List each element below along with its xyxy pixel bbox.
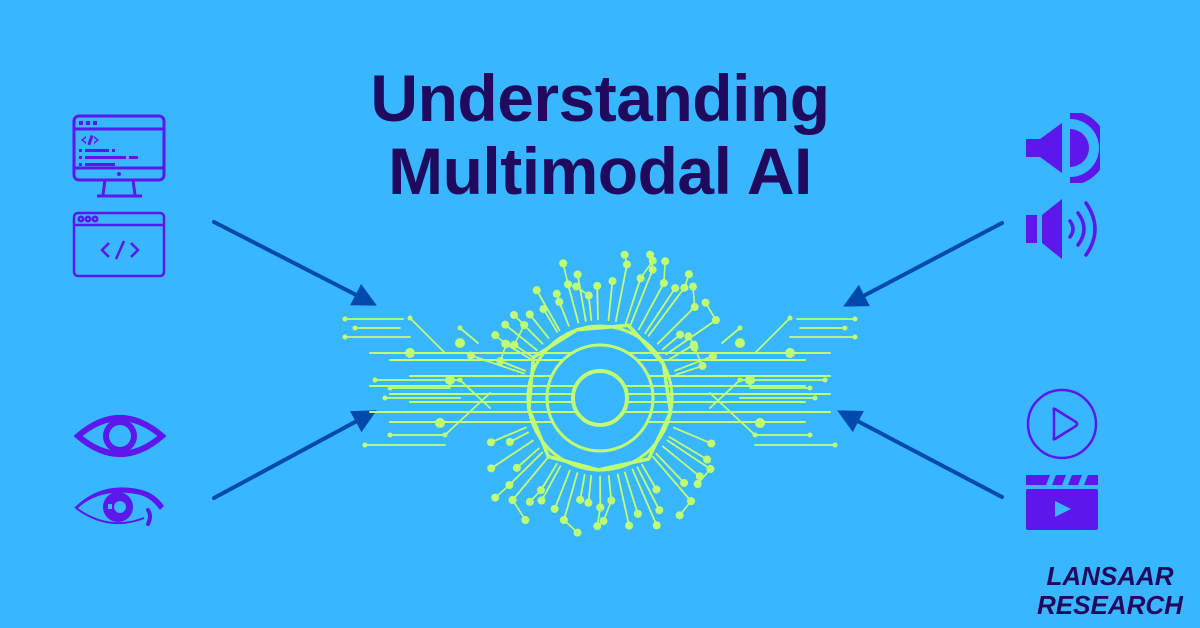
code-monitor-icon <box>72 114 166 198</box>
code-browser-window-icon <box>72 211 166 278</box>
arrow-audio-to-center <box>843 221 1004 307</box>
brand-line-1: LANSAAR <box>1046 561 1174 591</box>
brand-logo: LANSAAR RESEARCH <box>1030 562 1190 620</box>
play-circle-icon <box>1026 388 1098 460</box>
arrow-vision-to-center <box>212 410 377 500</box>
speaker-icon <box>1026 113 1100 183</box>
page-title: Understanding Multimodal AI <box>0 62 1200 208</box>
eye-filled-icon <box>74 487 164 526</box>
eye-outline-icon <box>74 415 166 457</box>
title-line-2: Multimodal AI <box>388 134 812 208</box>
title-line-1: Understanding <box>370 61 830 135</box>
speaker-sound-waves-icon <box>1026 199 1097 259</box>
arrow-code-to-center <box>212 220 377 306</box>
brand-line-2: RESEARCH <box>1037 590 1183 620</box>
arrow-video-to-center <box>837 410 1004 499</box>
clapperboard-icon <box>1026 475 1098 530</box>
